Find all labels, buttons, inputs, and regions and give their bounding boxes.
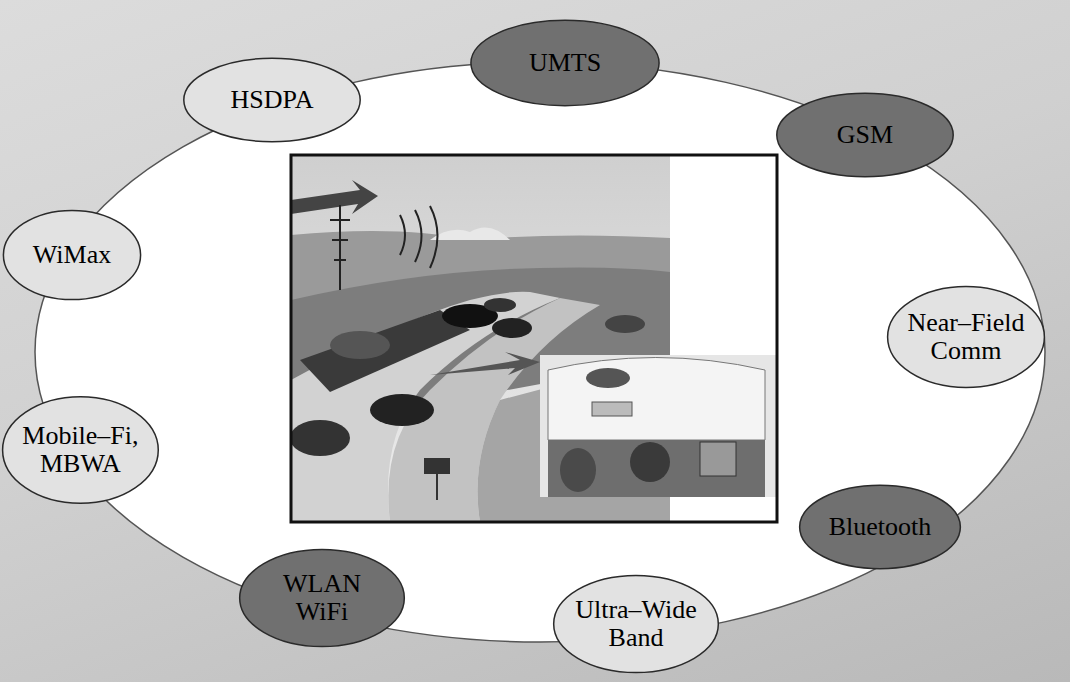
tech-label: UMTS — [475, 49, 655, 77]
tech-ellipse: Bluetooth — [798, 484, 962, 570]
tech-label: Mobile–Fi, MBWA — [5, 422, 155, 478]
tech-label: GSM — [780, 121, 950, 149]
tech-ellipse: WLAN WiFi — [238, 548, 406, 648]
tech-label: WLAN WiFi — [272, 570, 372, 626]
tech-ellipse: UMTS — [469, 19, 661, 107]
ring-ellipse — [35, 62, 1045, 642]
tech-label: Bluetooth — [800, 513, 960, 541]
tech-ellipse: Ultra–Wide Band — [552, 574, 720, 674]
tech-label: Near–Field Comm — [891, 309, 1041, 365]
tech-ellipse: Mobile–Fi, MBWA — [1, 395, 160, 505]
tech-label: HSDPA — [187, 86, 357, 114]
tech-ellipse: GSM — [775, 92, 955, 178]
tech-ellipse: Near–Field Comm — [886, 285, 1046, 389]
road-scene — [291, 155, 777, 522]
tech-ellipse: HSDPA — [182, 57, 362, 143]
picture-frame — [291, 155, 777, 522]
tech-label: Ultra–Wide Band — [561, 596, 711, 652]
tech-ellipse: WiMax — [2, 209, 142, 301]
tech-label: WiMax — [2, 241, 142, 269]
